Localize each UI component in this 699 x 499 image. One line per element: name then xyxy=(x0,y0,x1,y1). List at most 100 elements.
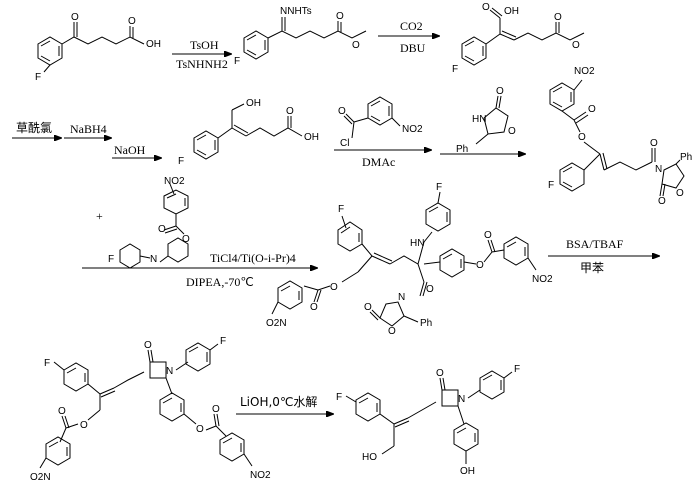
reagent-co2: CO2 xyxy=(400,19,423,33)
atom-O: O xyxy=(658,196,666,207)
atom-O: O xyxy=(484,230,492,241)
atom-F: F xyxy=(234,56,240,67)
atom-HN: HN xyxy=(472,114,486,125)
atom-NO2: NO2 xyxy=(164,176,185,187)
atom-OH: OH xyxy=(146,39,161,50)
reagent-ticl4: TiCl4/Ti(O-i-Pr)4 xyxy=(210,251,296,265)
atom-O: O xyxy=(578,132,586,143)
reagent-toluene: 甲苯 xyxy=(580,261,604,275)
atom-F: F xyxy=(338,204,344,215)
atom-F: F xyxy=(44,358,50,369)
atom-O: O xyxy=(212,404,220,415)
atom-O: O xyxy=(158,224,166,235)
reagent-nabh4: NaBH4 xyxy=(70,122,107,136)
reagent-dipea: DIPEA,-70℃ xyxy=(186,275,254,289)
arrow-step-3: 草酰氯 NaBH4 NaOH xyxy=(12,121,162,158)
reagent-lioh: LiOH,0℃水解 xyxy=(240,395,317,409)
atom-N: N xyxy=(655,164,662,175)
atom-O2N: O2N xyxy=(266,318,287,329)
atom-OH: OH xyxy=(460,466,475,477)
atom-NO2: NO2 xyxy=(574,66,595,77)
arrow-step-5: O HN O Ph xyxy=(440,86,526,155)
reagent-dmac: DMAc xyxy=(362,155,395,169)
compound-6: F O O O2N O N O O Ph HN F xyxy=(266,182,553,337)
atom-O: O xyxy=(286,106,294,117)
atom-O: O xyxy=(588,104,596,115)
reagent-dbu: DBU xyxy=(400,41,426,55)
atom-O2N: O2N xyxy=(30,472,51,483)
reagent-oxalyl-chloride: 草酰氯 xyxy=(16,121,52,135)
atom-Ph: Ph xyxy=(680,152,692,163)
atom-N: N xyxy=(166,366,173,377)
atom-OH: OH xyxy=(504,6,519,17)
compound-7: F O O O2N O N F O O xyxy=(30,336,271,483)
atom-O: O xyxy=(650,138,658,149)
atom-O: O xyxy=(71,12,79,23)
atom-O: O xyxy=(388,326,396,337)
arrow-step-2: CO2 DBU xyxy=(378,19,440,55)
atom-NO2: NO2 xyxy=(402,124,423,135)
atom-O: O xyxy=(338,106,346,117)
plus-sign: + xyxy=(96,209,103,223)
atom-O: O xyxy=(58,406,66,417)
atom-O: O xyxy=(496,86,504,97)
atom-HN: HN xyxy=(410,238,424,249)
atom-F: F xyxy=(178,156,184,167)
compound-1: F O O OH xyxy=(35,12,161,83)
compound-8: F HO O N F OH xyxy=(336,364,520,477)
atom-HO: HO xyxy=(362,452,377,463)
atom-OH: OH xyxy=(304,132,319,143)
atom-F: F xyxy=(35,72,41,83)
atom-F: F xyxy=(548,180,554,191)
atom-O: O xyxy=(144,340,152,351)
reagent-bsa-tbaf: BSA/TBAF xyxy=(566,237,624,251)
atom-O: O xyxy=(128,16,136,27)
atom-NNHTs: NNHTs xyxy=(280,6,312,17)
reagent-tsoh: TsOH xyxy=(190,38,219,52)
atom-O: O xyxy=(554,12,562,23)
atom-O: O xyxy=(310,302,318,313)
atom-Cl: Cl xyxy=(340,138,349,149)
atom-O: O xyxy=(196,424,204,435)
compound-2: F NNHTs O O xyxy=(234,6,367,67)
atom-O: O xyxy=(330,282,338,293)
compound-5: NO2 O O F O N O O Ph xyxy=(548,66,692,207)
atom-O: O xyxy=(364,302,372,313)
atom-O: O xyxy=(336,11,344,22)
atom-F: F xyxy=(108,254,114,265)
atom-O: O xyxy=(572,40,580,51)
atom-O: O xyxy=(80,420,88,431)
atom-N: N xyxy=(150,254,157,265)
reagent-tsnhnh2: TsNHNH2 xyxy=(176,57,228,71)
reagent-naoh: NaOH xyxy=(114,143,146,157)
arrow-step-6: + NO2 O O N F TiCl4/Ti(O-i-Pr)4 DIPEA,-7… xyxy=(82,176,318,289)
atom-F: F xyxy=(336,392,342,403)
atom-O: O xyxy=(476,260,484,271)
atom-N: N xyxy=(398,292,405,303)
atom-F: F xyxy=(220,336,226,347)
atom-O: O xyxy=(482,2,490,13)
atom-F: F xyxy=(436,182,442,193)
atom-O: O xyxy=(352,40,360,51)
atom-F: F xyxy=(452,64,458,75)
arrow-step-1: TsOH TsNHNH2 xyxy=(172,38,232,71)
arrow-step-7: BSA/TBAF 甲苯 xyxy=(548,237,660,275)
compound-4: F OH O OH xyxy=(178,98,319,167)
atom-Ph: Ph xyxy=(420,318,432,329)
atom-Ph: Ph xyxy=(456,144,468,155)
arrow-step-4: O Cl NO2 DMAc xyxy=(334,96,432,169)
atom-O: O xyxy=(508,126,516,137)
arrow-step-8: LiOH,0℃水解 xyxy=(236,395,334,414)
atom-OH: OH xyxy=(246,98,261,109)
atom-O: O xyxy=(436,368,444,379)
atom-F: F xyxy=(514,364,520,375)
atom-NO2: NO2 xyxy=(250,470,271,481)
atom-O: O xyxy=(676,188,684,199)
compound-3: F O OH O O xyxy=(452,2,585,75)
atom-O: O xyxy=(182,234,190,245)
atom-NO2: NO2 xyxy=(532,274,553,285)
atom-O: O xyxy=(426,284,434,295)
atom-N: N xyxy=(458,394,465,405)
